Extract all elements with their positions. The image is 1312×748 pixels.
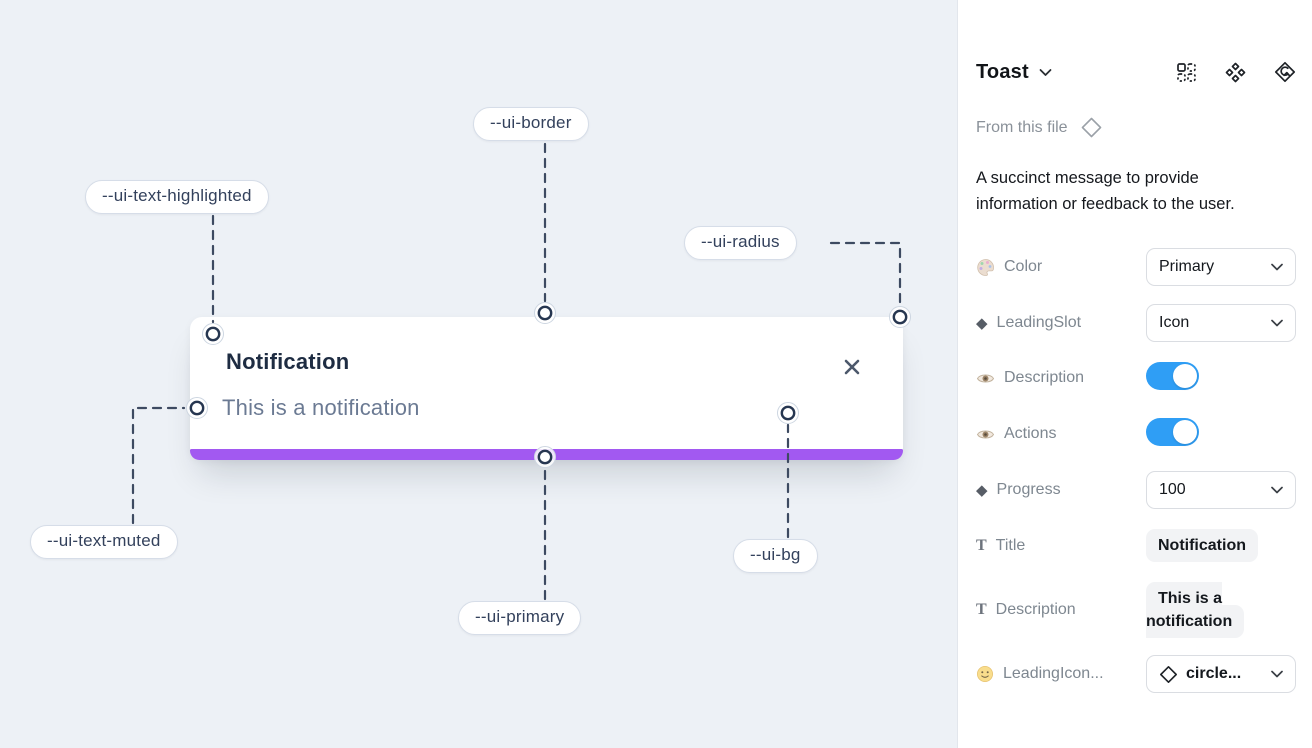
color-dropdown[interactable]: Primary [1146, 248, 1296, 286]
color-value: Primary [1159, 258, 1215, 275]
toast-preview-card: Notification This is a notification [190, 317, 903, 460]
toggle-knob [1173, 419, 1197, 444]
prop-label: Description [995, 601, 1076, 618]
title-field[interactable]: Notification [1146, 529, 1258, 563]
token-label-ui-text-muted: --ui-text-muted [30, 525, 178, 559]
toggle-knob [1173, 363, 1197, 388]
description-toggle[interactable] [1146, 361, 1199, 390]
panel-header: Toast [976, 58, 1296, 86]
return-to-instance-icon[interactable] [1274, 61, 1296, 83]
connector-line-ui-text-muted [131, 406, 186, 525]
diamond-icon: ◆ [976, 314, 988, 332]
leadingslot-value: Icon [1159, 314, 1190, 331]
diamond-icon: ◆ [976, 481, 988, 499]
chevron-down-icon [1271, 486, 1283, 494]
token-label-ui-radius: --ui-radius [684, 226, 797, 260]
chevron-down-icon [1271, 263, 1283, 271]
progress-dropdown[interactable]: 100 [1146, 471, 1296, 509]
token-label-ui-primary: --ui-primary [458, 601, 582, 635]
canvas: Notification This is a notification --ui… [0, 0, 958, 748]
leadingslot-dropdown[interactable]: Icon [1146, 304, 1296, 342]
prop-row-progress: ◆ Progress 100 [976, 471, 1296, 509]
prop-row-leadingicon: LeadingIcon... circle... [976, 655, 1296, 693]
diamond-outline-icon [1159, 665, 1178, 684]
prop-label: Color [1004, 258, 1043, 275]
leadingicon-dropdown[interactable]: circle... [1146, 655, 1296, 693]
text-icon: T [976, 537, 987, 554]
leadingicon-value: circle... [1186, 665, 1242, 682]
prop-row-actions-toggle: Actions [976, 415, 1296, 453]
actions-toggle[interactable] [1146, 417, 1199, 446]
chevron-down-icon [1271, 319, 1283, 327]
component-name[interactable]: Toast [976, 60, 1029, 83]
toast-close-button[interactable] [838, 353, 866, 381]
progress-value: 100 [1159, 481, 1186, 498]
source-row: From this file [976, 116, 1103, 139]
properties-panel: Toast [958, 0, 1312, 748]
prop-label: LeadingSlot [996, 314, 1082, 331]
text-icon: T [976, 601, 987, 618]
prop-label: Actions [1004, 425, 1057, 442]
component-icon[interactable] [1225, 62, 1246, 83]
prop-label: Title [995, 537, 1026, 554]
chevron-down-icon[interactable] [1039, 68, 1052, 77]
token-label-ui-border: --ui-border [473, 107, 589, 141]
component-description: A succinct message to provide informatio… [976, 169, 1235, 213]
description-field[interactable]: This is a notification [1146, 581, 1245, 638]
prop-row-color: Color Primary [976, 248, 1296, 286]
smiley-icon [976, 665, 994, 683]
token-label-ui-bg: --ui-bg [733, 539, 818, 573]
toast-progress-bar [190, 449, 903, 460]
diamond-outline-icon [1080, 116, 1103, 139]
toast-description: This is a notification [222, 395, 420, 420]
connector-line-ui-radius [829, 241, 902, 307]
chevron-down-icon [1271, 670, 1283, 678]
toast-title: Notification [226, 349, 350, 374]
prop-row-title: T Title Notification [976, 527, 1296, 565]
prop-row-description-field: T Description This is a notification [976, 578, 1296, 642]
prop-row-description-toggle: Description [976, 359, 1296, 397]
prop-row-leadingslot: ◆ LeadingSlot Icon [976, 304, 1296, 342]
prop-label: LeadingIcon... [1003, 665, 1104, 682]
instance-grid-icon[interactable] [1176, 62, 1197, 83]
source-label: From this file [976, 118, 1068, 136]
prop-label: Description [1004, 369, 1085, 386]
token-label-ui-text-highlighted: --ui-text-highlighted [85, 180, 269, 214]
prop-label: Progress [996, 481, 1061, 498]
x-icon [842, 357, 862, 377]
eye-icon [976, 369, 995, 388]
palette-icon [976, 258, 995, 277]
eye-icon [976, 425, 995, 444]
